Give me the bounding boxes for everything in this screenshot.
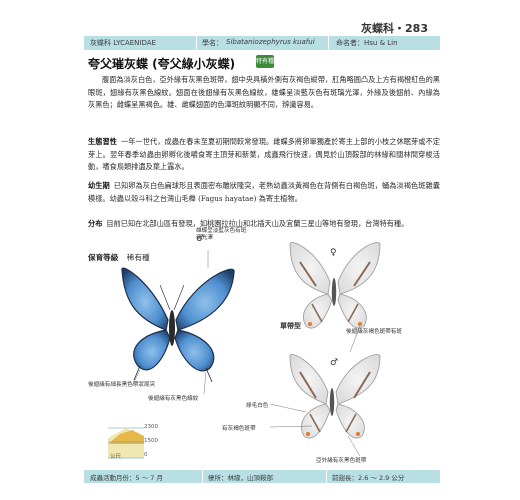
description-intro: 腹面為淡灰白色，亞外緣有灰黑色斑帶，翅中央具橫外側有灰褐色縱帶，肛角略圓凸及上方… <box>88 75 440 110</box>
male-underside-butterfly <box>289 354 381 439</box>
elevation-top: 2300 <box>144 424 158 430</box>
divider <box>326 470 327 483</box>
habitat: 棲所：林緣，山頂鞍部 <box>208 474 273 482</box>
female-symbol: ♀ <box>330 248 337 258</box>
ecology-section: 生態習性一年一世代，成蟲在春末至夏初期間較常發現。雌蝶多將卵單獨產於寄主上部的小… <box>88 136 440 174</box>
form-label: 單帶型 <box>280 322 301 330</box>
larva-label: 幼生期 <box>88 181 110 190</box>
male-symbol: ♂ <box>330 358 339 368</box>
distribution-section: 分布目前已知在北部山區有發現，如桃園拉拉山和北插天山及宜蘭三星山等地有發現，台灣… <box>88 218 440 231</box>
endemic-badge: 特有種 <box>256 55 274 68</box>
elevation-unit: 公尺 <box>110 454 122 460</box>
divider <box>196 36 197 50</box>
larva-section: 幼生期已知卵為灰白色扁球形且表面密布雕狀隆突，老熟幼蟲淡黃褐色在背側有白褐色斑，… <box>88 180 440 205</box>
white-dots-label: 綠毛白色 <box>246 403 269 409</box>
protection-label: 保育等級 <box>88 253 119 262</box>
species-title: 夸父璀灰蝶 (夸父綠小灰蝶) <box>88 57 236 71</box>
female-tail-label: 後翅緣灰褐色斑帶有斑 <box>346 329 402 335</box>
footer-info-bar: 成蟲活動月份：5 ～ 7 月 棲所：林緣，山頂鞍部 前翅長：2.6 ～ 2.9 … <box>84 470 440 483</box>
forewing-blue-label: 雄蝶呈淡藍灰色有斑璃光澤 <box>196 228 247 241</box>
distribution-text: 目前已知在北部山區有發現，如桃園拉拉山和北插天山及宜蘭三星山等地有發現，台灣特有… <box>106 219 409 228</box>
annotation-leaders <box>131 250 361 457</box>
ecology-text: 一年一世代，成蟲在春末至夏初期間較常發現。雌蝶多將卵單獨產於寄主上部的小枝之休眠… <box>88 137 440 172</box>
margin-black-label: 後翅緣有細長黑色帶狀尾突 <box>88 382 156 388</box>
female-underside-butterfly <box>289 242 381 329</box>
protection-level: 保育等級 稀有種 <box>88 252 150 263</box>
family-name: 灰蝶科 LYCAENIDAE <box>90 39 156 47</box>
male-upperside-butterfly <box>121 267 235 383</box>
elevation-bottom: 0 <box>144 452 148 458</box>
protection-value: 稀有種 <box>126 253 150 262</box>
page-number: 灰蝶科・283 <box>361 22 428 35</box>
species-info-bar: 灰蝶科 LYCAENIDAE 學名： Sibataniozephyrus kua… <box>84 36 440 50</box>
scientific-name: Sibataniozephyrus kuafui <box>226 38 315 46</box>
ecology-label: 生態習性 <box>88 137 118 146</box>
elevation-diagram <box>108 427 144 459</box>
larva-text: 已知卵為灰白色扁球形且表面密布雕狀隆突，老熟幼蟲淡黃褐色在背側有白褐色斑，蛹為淡… <box>88 181 440 203</box>
elevation-chart: 2300 1500 0 公尺 <box>108 418 158 460</box>
elevation-mid: 1500 <box>144 438 158 444</box>
author-name: 命名者：Hsu & Lin <box>336 39 398 47</box>
marginal-lines-label: 後翅緣有灰黑色線紋 <box>148 396 199 402</box>
page-header: 灰蝶科・283 <box>0 0 520 38</box>
divider <box>202 470 203 483</box>
brown-band-label: 有灰褐色斑帶 <box>222 426 256 432</box>
divider <box>328 36 329 50</box>
sub-margin-label: 亞外緣有灰黑色斑帶 <box>316 458 367 464</box>
scientific-label: 學名： <box>202 39 223 47</box>
active-months: 成蟲活動月份：5 ～ 7 月 <box>90 474 163 482</box>
forewing-length: 前翅長：2.6 ～ 2.9 公分 <box>332 474 405 482</box>
male-symbol-top: ♂ <box>196 234 205 244</box>
distribution-label: 分布 <box>88 219 103 228</box>
